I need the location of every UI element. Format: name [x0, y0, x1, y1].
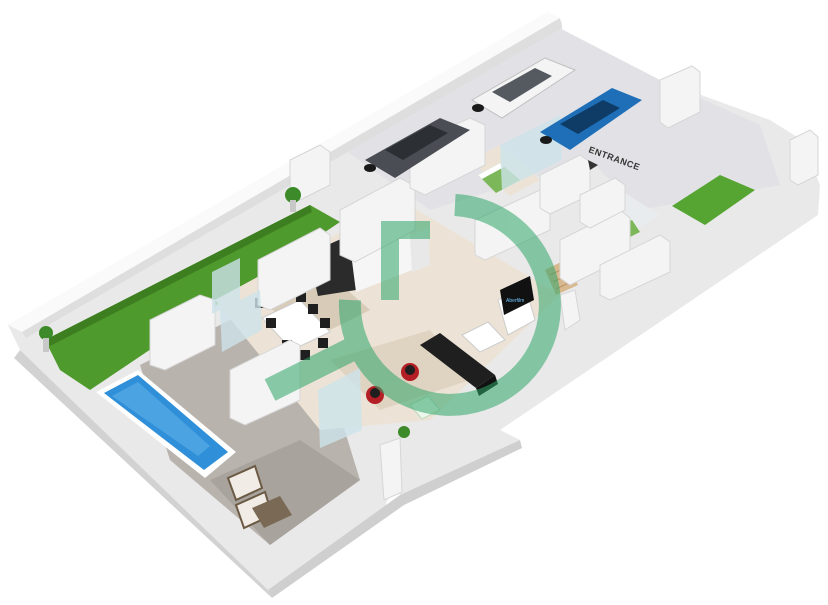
tv-screen-text: Aberfilm: [506, 298, 524, 304]
car-white: [471, 57, 577, 119]
car-grey: [364, 118, 470, 178]
outdoor-furniture: [226, 464, 292, 530]
lawn-entrance: [672, 175, 755, 225]
car-blue: [540, 88, 642, 150]
coffee-table: [461, 321, 506, 353]
plants: [39, 187, 410, 438]
swimming-pool: [96, 370, 236, 478]
glass-panels: [212, 115, 562, 448]
interior-walls: [149, 65, 819, 501]
entrance-arrow-icon: [588, 160, 598, 170]
lawn-garden: [45, 205, 340, 390]
watermark-logo: [264, 194, 561, 416]
tv-unit: Aberfilm: [497, 276, 536, 336]
